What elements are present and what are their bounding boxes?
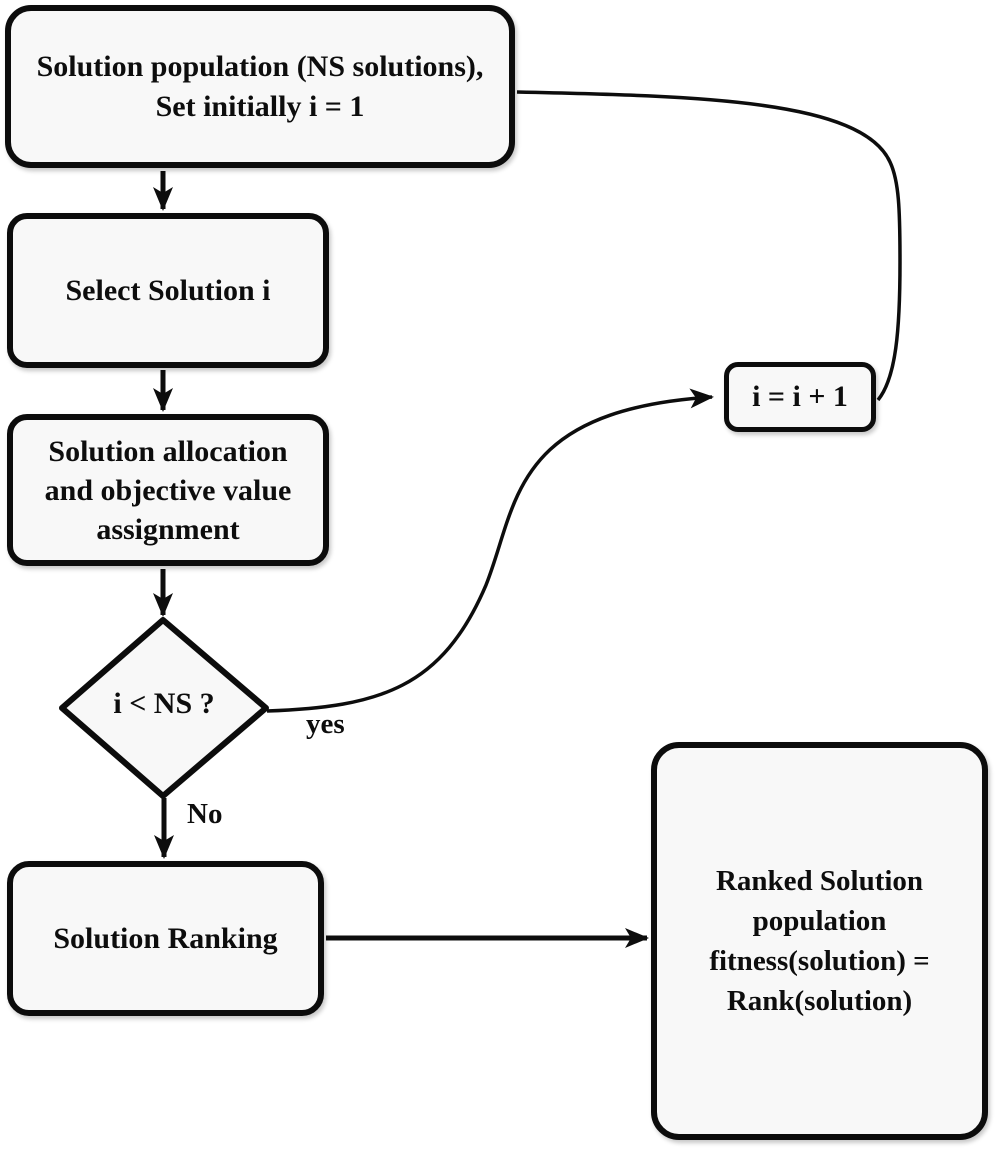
- node-ranked-population: Ranked Solution population fitness(solut…: [651, 742, 988, 1140]
- edge-increment-loop-to-population: [516, 90, 902, 402]
- node-solution-allocation: Solution allocation and objective value …: [7, 414, 329, 566]
- node-label-line: fitness(solution) =: [709, 945, 930, 977]
- edge-label-yes: yes: [306, 708, 345, 740]
- node-label-line: Select Solution i: [65, 273, 271, 307]
- node-label-line: Solution Ranking: [53, 921, 278, 955]
- node-select-solution: Select Solution i: [7, 213, 329, 368]
- node-label-line: Rank(solution): [726, 985, 913, 1017]
- decision-diamond: [59, 617, 269, 799]
- node-label-line: Set initially i = 1: [155, 89, 365, 123]
- node-solution-ranking: Solution Ranking: [7, 861, 324, 1016]
- node-label-line: Solution allocation: [48, 434, 288, 468]
- edge-label-no: No: [187, 798, 223, 830]
- node-label-line: i = i + 1: [752, 380, 848, 413]
- edge-decision-yes-to-increment: [266, 388, 714, 713]
- node-increment-i: i = i + 1: [724, 362, 876, 432]
- node-label-line: Solution population (NS solutions),: [36, 49, 484, 83]
- node-label-line: population: [752, 905, 887, 937]
- node-label-line: Ranked Solution: [715, 865, 924, 897]
- node-solution-population: Solution population (NS solutions), Set …: [5, 5, 515, 168]
- node-label-line: assignment: [96, 512, 240, 546]
- decision-label: i < NS ?: [113, 687, 215, 720]
- node-label-line: and objective value: [44, 473, 292, 507]
